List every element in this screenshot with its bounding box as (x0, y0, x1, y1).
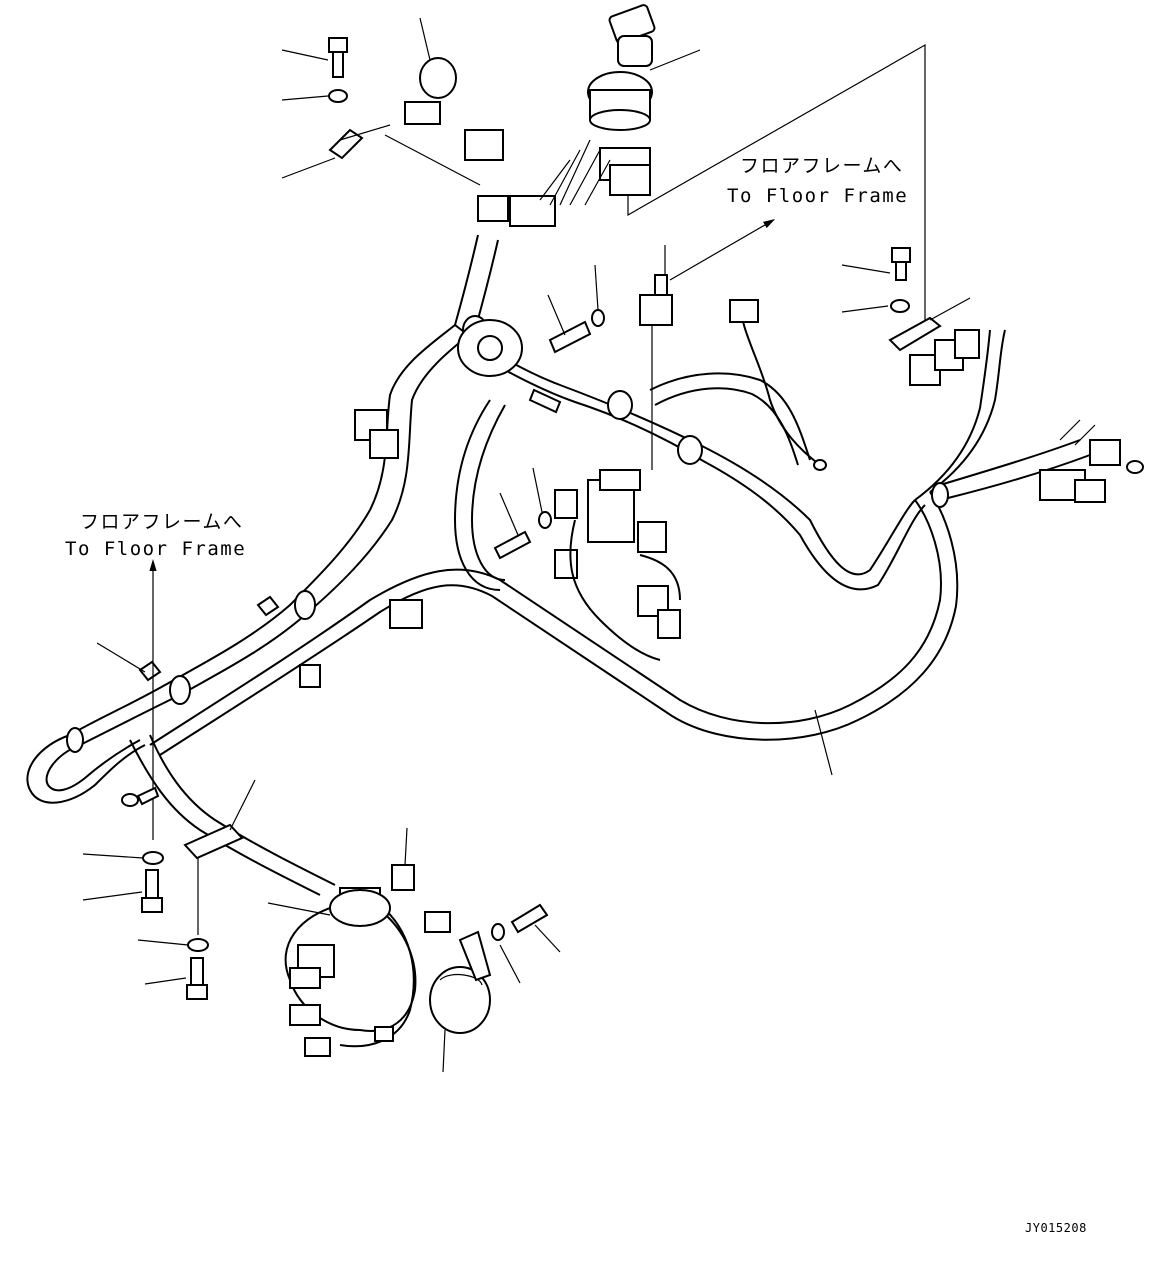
floor-frame-label-left-en: To Floor Frame (65, 538, 246, 560)
floor-frame-label-right-en: To Floor Frame (727, 185, 908, 207)
bolt-center (493, 467, 552, 560)
bolt-center-top (547, 264, 605, 354)
center-cluster (528, 388, 681, 661)
floor-frame-label-right-jp: フロアフレームへ (740, 155, 903, 177)
left-ring-terminal (121, 786, 160, 807)
key-switch (587, 4, 701, 131)
top-connectors (464, 129, 651, 227)
lower-clamp (183, 779, 256, 860)
right-connectors (841, 247, 980, 386)
lower-cluster (267, 827, 451, 1057)
horn (429, 930, 492, 1073)
top-left-clip (281, 17, 481, 186)
far-right-connectors (1039, 419, 1144, 503)
bolt-top-left (281, 37, 348, 103)
leader-main-harness (814, 709, 833, 776)
floor-frame-label-left-jp: フロアフレームへ (80, 511, 243, 533)
reference-bracket (627, 43, 926, 320)
grommet (457, 319, 523, 377)
harness-wraps (66, 315, 949, 753)
floor-frame-arrow-right (669, 218, 776, 281)
center-ring-terminal (729, 299, 827, 471)
lower-right-bolt (491, 903, 561, 984)
left-trunk-connectors (138, 409, 423, 688)
lower-left-bolts (82, 848, 209, 1000)
drawing-code: JY015208 (1025, 1221, 1087, 1235)
relay-center (639, 245, 673, 470)
leader-left-clamp (96, 642, 146, 673)
